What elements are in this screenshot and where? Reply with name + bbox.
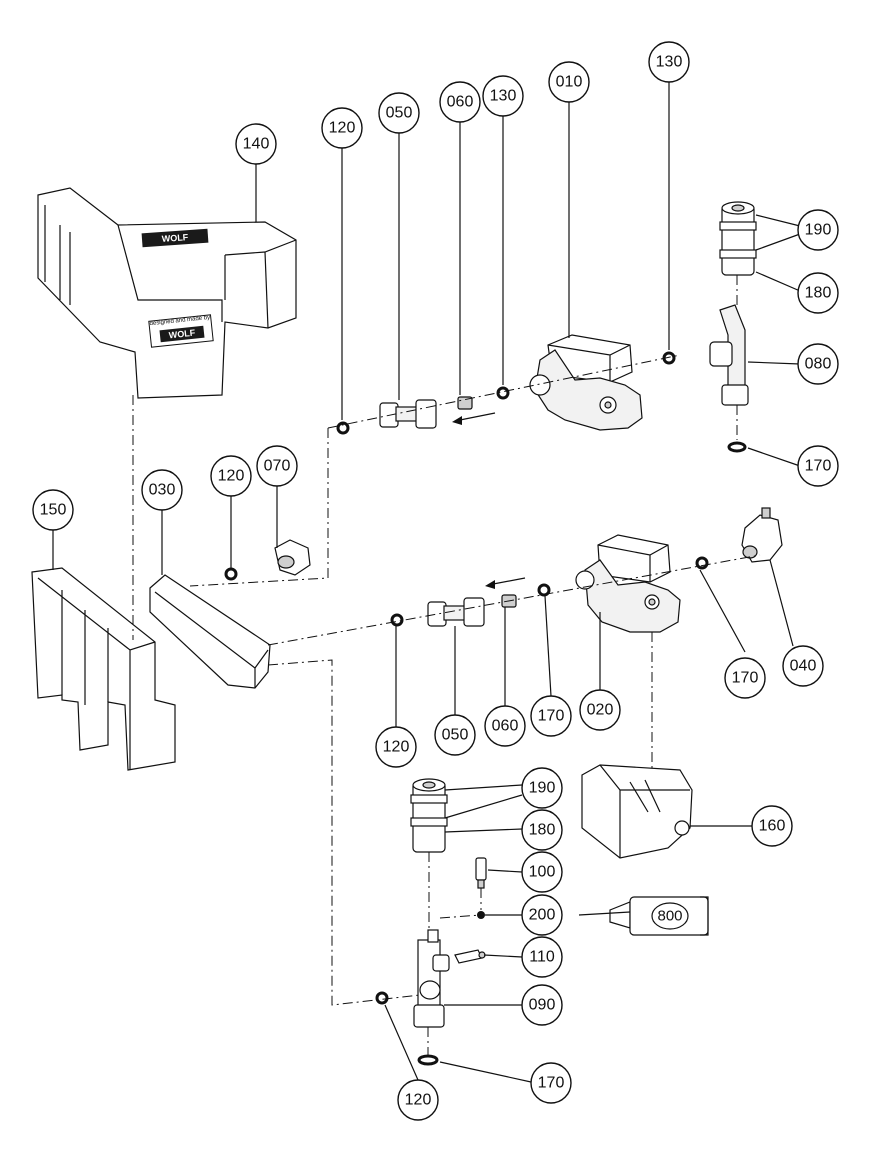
logo-plate-top (141, 228, 209, 248)
callout-050-low: 050 (434, 714, 476, 756)
svg-text:120: 120 (383, 739, 410, 756)
seal-120-bottom (375, 991, 389, 1005)
part-090-tee (413, 929, 450, 1028)
svg-text:140: 140 (243, 136, 270, 153)
svg-text:090: 090 (529, 997, 556, 1014)
seal-130-upper (496, 386, 510, 400)
callout-030: 030 (141, 469, 183, 511)
seal-170-upper (727, 441, 747, 453)
callout-100: 100 (521, 851, 563, 893)
callout-190-upper: 190 (797, 209, 839, 251)
callout-170-mid: 170 (530, 695, 572, 737)
callout-010: 010 (548, 61, 590, 103)
svg-text:120: 120 (329, 120, 356, 137)
callout-170-right: 170 (724, 657, 766, 699)
part-140-cover: WOLF WOLF designed and made by (37, 187, 297, 399)
part-110-screw (454, 949, 486, 964)
svg-text:170: 170 (538, 1075, 565, 1092)
svg-text:180: 180 (805, 285, 832, 302)
part-040-elbow (741, 507, 783, 563)
svg-text:120: 120 (218, 468, 245, 485)
seal-120-upper (336, 421, 350, 435)
callout-140: 140 (235, 123, 277, 165)
tube-label: 800 (657, 908, 682, 925)
callout-170-upper: 170 (797, 445, 839, 487)
part-070-elbow (274, 539, 311, 576)
svg-text:060: 060 (447, 94, 474, 111)
svg-text:180: 180 (529, 822, 556, 839)
svg-text:160: 160 (759, 818, 786, 835)
callout-090: 090 (521, 984, 563, 1026)
part-150-frame (31, 567, 176, 771)
seal-120-low (390, 613, 404, 627)
callout-150: 150 (32, 489, 74, 531)
svg-text:050: 050 (442, 727, 469, 744)
svg-text:020: 020 (587, 702, 614, 719)
callout-120-bottom: 120 (397, 1079, 439, 1121)
svg-text:100: 100 (529, 864, 556, 881)
callout-060-low: 060 (484, 705, 526, 747)
logo-text-top: WOLF (161, 232, 189, 244)
part-020-pump (575, 534, 681, 633)
callout-200: 200 (521, 894, 563, 936)
part-180-sleeve-upper (719, 201, 757, 276)
callout-190-lower: 190 (521, 767, 563, 809)
seal-120-mid (224, 567, 238, 581)
svg-text:190: 190 (529, 780, 556, 797)
svg-text:040: 040 (790, 658, 817, 675)
svg-text:190: 190 (805, 222, 832, 239)
svg-text:130: 130 (656, 54, 683, 71)
callout-130-top: 130 (482, 75, 524, 117)
part-030-block (149, 574, 271, 689)
leader-lines (52, 82, 801, 1083)
logo-plate-front (159, 325, 205, 343)
svg-text:200: 200 (529, 907, 556, 924)
svg-text:070: 070 (264, 458, 291, 475)
seal-170-bottom (417, 1054, 439, 1066)
svg-text:130: 130 (490, 88, 517, 105)
part-010-pump (529, 334, 643, 431)
callout-040: 040 (782, 645, 824, 687)
svg-text:170: 170 (732, 670, 759, 687)
svg-text:060: 060 (492, 718, 519, 735)
callout-070: 070 (256, 445, 298, 487)
seal-170-right (695, 556, 709, 570)
callout-180-upper: 180 (797, 272, 839, 314)
svg-text:010: 010 (556, 74, 583, 91)
svg-text:120: 120 (405, 1092, 432, 1109)
part-160-insulation (581, 764, 693, 859)
svg-text:030: 030 (149, 482, 176, 499)
part-080-elbow (709, 304, 749, 406)
callout-120-top: 120 (321, 107, 363, 149)
callout-060-top: 060 (439, 81, 481, 123)
part-050-fitting-lower (427, 597, 485, 627)
svg-text:150: 150 (40, 502, 67, 519)
callout-120-mid: 120 (210, 455, 252, 497)
part-060-nipple-upper (457, 396, 473, 410)
part-100-sensor (475, 857, 487, 889)
callout-020: 020 (579, 689, 621, 731)
callout-080: 080 (797, 343, 839, 385)
callout-180-lower: 180 (521, 809, 563, 851)
part-050-fitting-upper (379, 399, 437, 429)
svg-text:050: 050 (386, 105, 413, 122)
logo-text-front: WOLF (168, 328, 196, 341)
part-200-tube: 800 (609, 896, 709, 936)
part-180-sleeve-lower (410, 778, 448, 853)
svg-text:170: 170 (538, 708, 565, 725)
callout-120-low: 120 (375, 726, 417, 768)
callout-160: 160 (751, 805, 793, 847)
svg-text:170: 170 (805, 458, 832, 475)
callout-050-top: 050 (378, 92, 420, 134)
callout-110: 110 (521, 936, 563, 978)
svg-text:080: 080 (805, 356, 832, 373)
callout-170-bottom: 170 (530, 1062, 572, 1104)
callout-130-right: 130 (648, 41, 690, 83)
svg-text:110: 110 (529, 949, 555, 966)
